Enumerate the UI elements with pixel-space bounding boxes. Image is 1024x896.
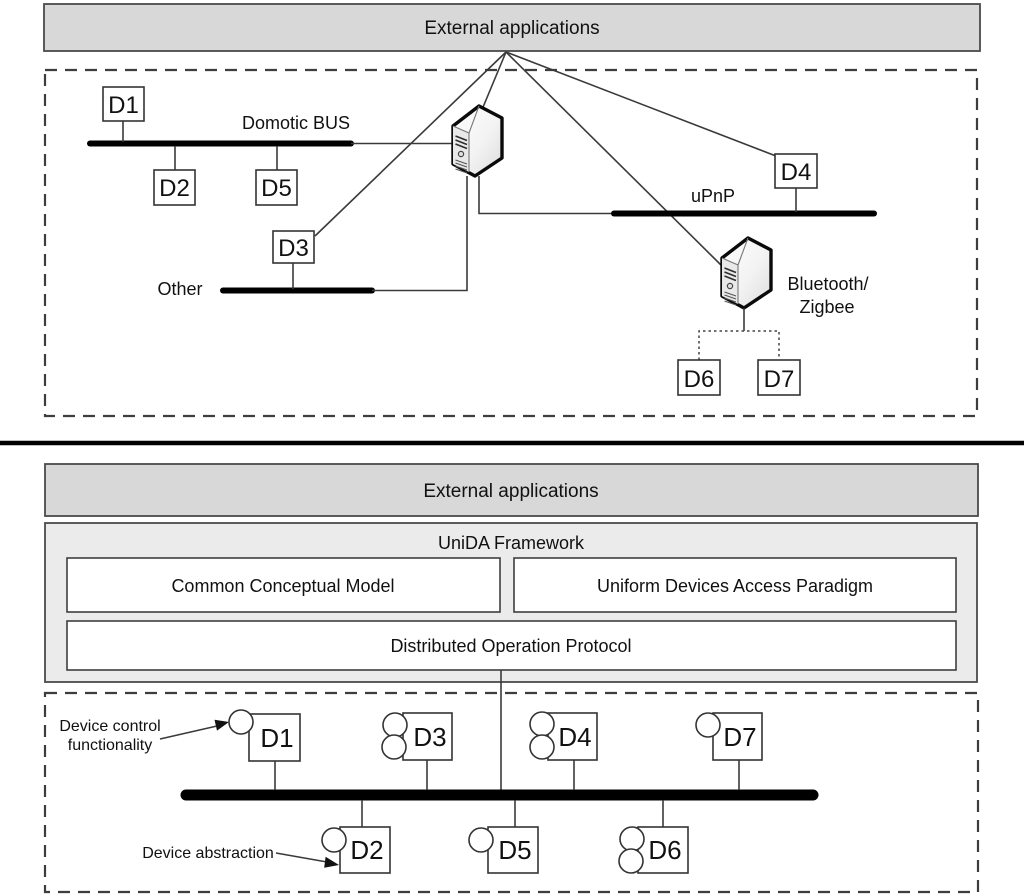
domotic-bus-label: Domotic BUS xyxy=(242,113,350,133)
functionality-circle xyxy=(529,711,555,737)
device-label-d7: D7 xyxy=(723,722,756,752)
device-abstraction-arrow-head xyxy=(324,856,339,868)
annotation-device-abstraction: Device abstraction xyxy=(142,845,339,868)
abstraction-circle xyxy=(468,827,494,853)
device-label-d2: D2 xyxy=(350,835,383,865)
device-label-d1: D1 xyxy=(108,92,139,119)
gateway-upnp-link xyxy=(478,176,614,215)
device-d3-bottom: D3 xyxy=(381,712,453,790)
device-label-d6: D6 xyxy=(648,835,681,865)
device-d1-top: D1 xyxy=(102,86,145,142)
device-control-arrow-head xyxy=(214,719,229,731)
dop-box: Distributed Operation Protocol xyxy=(66,620,957,671)
dashed-boundary-bottom xyxy=(43,691,980,894)
bottom-header-label: External applications xyxy=(423,481,598,502)
device-label-d3: D3 xyxy=(413,722,446,752)
abstraction-circle xyxy=(618,848,644,874)
device-abstraction-label: Device abstraction xyxy=(142,845,274,862)
bottom-header-box xyxy=(44,463,979,517)
wireless-dotted-links xyxy=(698,330,780,360)
dop-label: Distributed Operation Protocol xyxy=(390,636,631,656)
unida-framework-box: UniDA Framework Common Conceptual Model … xyxy=(44,522,978,683)
udap-box: Uniform Devices Access Paradigm xyxy=(513,557,957,613)
device-label-d4: D4 xyxy=(781,159,812,186)
device-label-d1: D1 xyxy=(260,723,293,753)
device-d5-bottom: D5 xyxy=(468,800,539,874)
device-label-d2: D2 xyxy=(159,175,190,202)
device-d2-bottom: D2 xyxy=(321,800,391,874)
functionality-circle xyxy=(382,712,408,738)
device-label-d6: D6 xyxy=(684,366,715,393)
ccm-label: Common Conceptual Model xyxy=(171,576,394,596)
device-control-label-line2: functionality xyxy=(68,737,153,754)
upnp-bus-label: uPnP xyxy=(691,186,735,206)
device-d3-top: D3 xyxy=(272,230,315,289)
ccm-box: Common Conceptual Model xyxy=(66,557,501,613)
unida-framework-title: UniDA Framework xyxy=(438,533,585,553)
device-d4-top: D4 xyxy=(774,153,818,212)
bluetooth-zigbee-label-line2: Zigbee xyxy=(799,297,854,317)
gateway-server-icon xyxy=(451,104,504,178)
device-label-d3: D3 xyxy=(278,235,309,262)
device-label-d7: D7 xyxy=(764,366,795,393)
functionality-circle xyxy=(529,734,555,760)
top-section: External applications Domotic BUS D1 D2 xyxy=(43,3,981,418)
bluetooth-zigbee-label-line1: Bluetooth/ xyxy=(787,274,868,294)
device-d1-bottom: D1 xyxy=(228,709,301,790)
dashed-boundary-top xyxy=(43,68,979,418)
device-d7-bottom: D7 xyxy=(695,712,763,790)
bluetooth-gateway-server-icon xyxy=(720,236,773,310)
device-d2-top: D2 xyxy=(153,146,196,206)
device-control-label-line1: Device control xyxy=(59,718,160,735)
abstraction-circle xyxy=(321,827,347,853)
functionality-circle xyxy=(381,734,407,760)
top-header-label: External applications xyxy=(424,18,599,39)
device-abstraction-arrow-line xyxy=(275,852,328,863)
app-connection-lines xyxy=(314,51,777,268)
other-bus-gateway-link xyxy=(372,176,468,292)
device-label-d4: D4 xyxy=(558,722,591,752)
device-d6-bottom: D6 xyxy=(618,800,689,874)
device-control-arrow-line xyxy=(159,725,218,740)
functionality-circle xyxy=(695,712,721,738)
device-label-d5: D5 xyxy=(261,175,292,202)
device-d6-top: D6 xyxy=(677,359,721,396)
bottom-section: External applications UniDA Framework Co… xyxy=(43,463,980,894)
other-bus-label: Other xyxy=(157,279,202,299)
device-label-d5: D5 xyxy=(498,835,531,865)
top-header-box xyxy=(43,3,981,52)
abstraction-circle xyxy=(619,826,645,852)
udap-label: Uniform Devices Access Paradigm xyxy=(597,576,873,596)
annotation-device-control: Device control functionality xyxy=(59,718,229,754)
device-d4-bottom: D4 xyxy=(529,711,598,790)
functionality-circle xyxy=(228,709,254,735)
device-d5-top: D5 xyxy=(255,146,298,206)
device-d7-top: D7 xyxy=(757,359,801,396)
